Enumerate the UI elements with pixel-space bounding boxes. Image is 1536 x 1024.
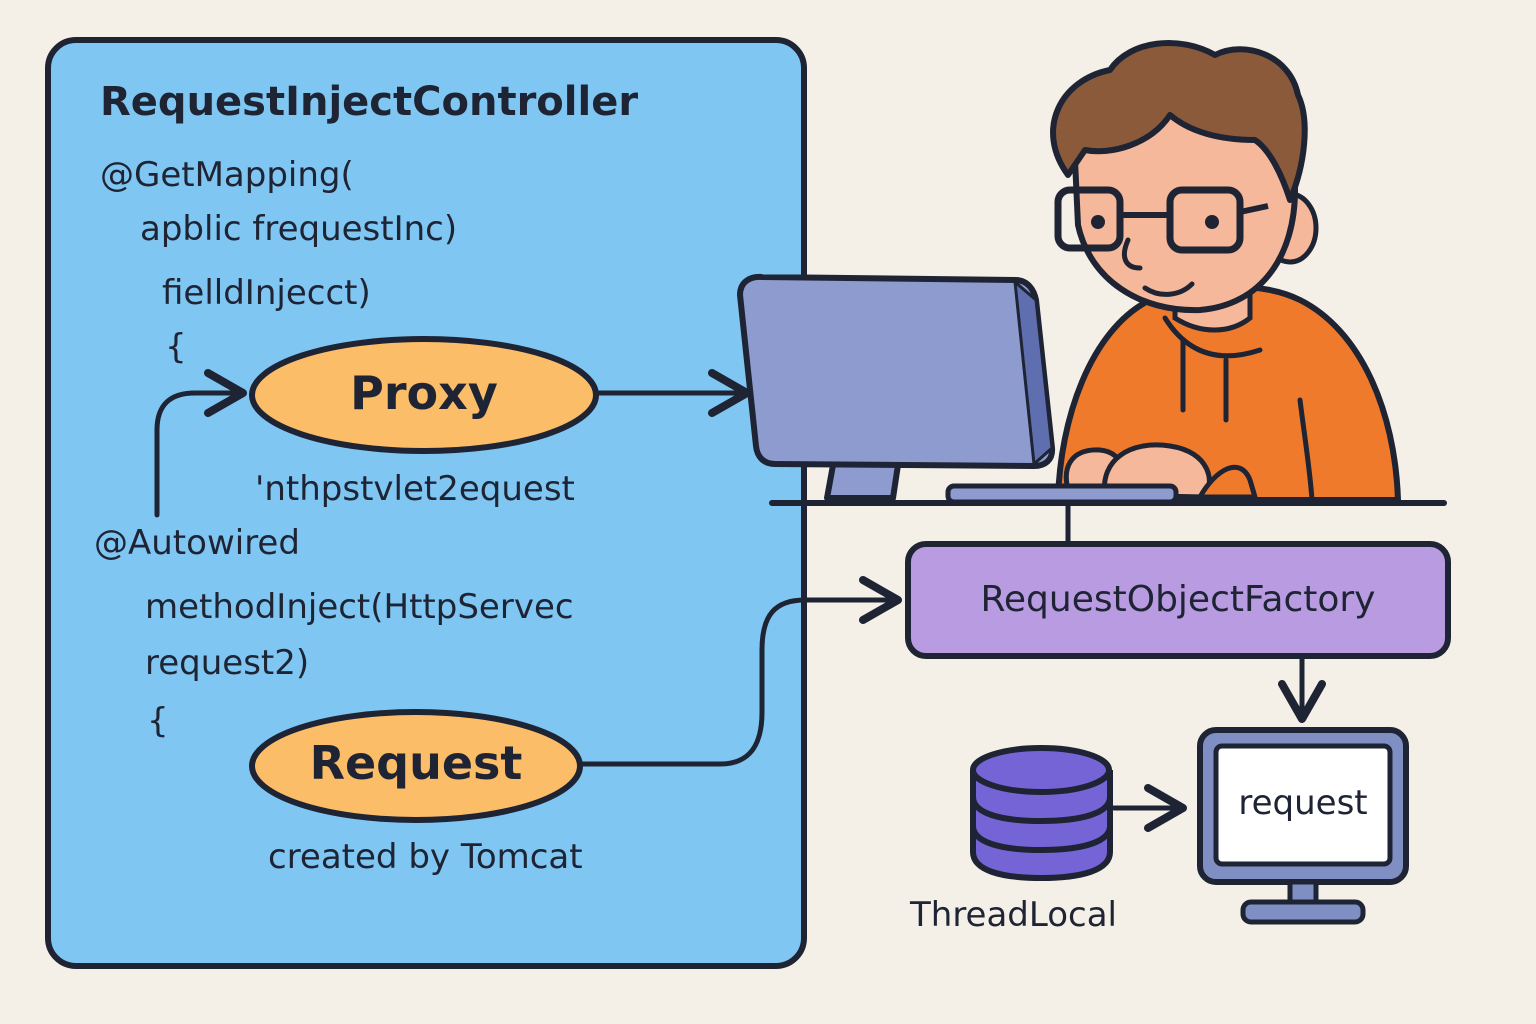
- code-line-3: fielldInjecct): [162, 273, 371, 313]
- computer-illustration: [737, 273, 1179, 505]
- controller-title: RequestInjectController: [100, 79, 639, 125]
- request-object-factory-label: RequestObjectFactory: [980, 579, 1376, 620]
- code-line-4: {: [165, 327, 187, 367]
- database-icon: [970, 745, 1113, 882]
- code-line-request2: request2): [145, 643, 310, 683]
- glasses-right: [1166, 186, 1244, 254]
- code-line-2: apblic frequestInc): [140, 209, 458, 249]
- glasses-left: [1054, 186, 1124, 252]
- threadlocal-label: ThreadLocal: [910, 895, 1118, 935]
- request-object-factory-box: [905, 541, 1451, 659]
- request-to-factory-arrow: [579, 576, 902, 767]
- code-line-1: @GetMapping(: [100, 155, 354, 195]
- keyboard: [945, 483, 1179, 505]
- request-caption: created by Tomcat: [268, 837, 583, 877]
- proxy-label: Proxy: [350, 366, 498, 420]
- autowired-to-proxy-arrow: [154, 369, 247, 518]
- request-monitor-label: request: [1238, 783, 1368, 823]
- monitor-icon: [1197, 727, 1409, 925]
- code-line-brace: {: [147, 701, 169, 741]
- computer-monitor: [737, 273, 1056, 469]
- developer-illustration: [1050, 40, 1401, 503]
- code-line-autowired: @Autowired: [94, 523, 300, 563]
- proxy-oval: [249, 336, 599, 454]
- code-line-method-inject: methodInject(HttpServec: [145, 587, 574, 627]
- hair: [1050, 40, 1308, 203]
- request-oval: [249, 709, 583, 823]
- request-label: Request: [309, 736, 523, 790]
- proxy-caption: 'nthpstvlet2equest: [255, 469, 575, 509]
